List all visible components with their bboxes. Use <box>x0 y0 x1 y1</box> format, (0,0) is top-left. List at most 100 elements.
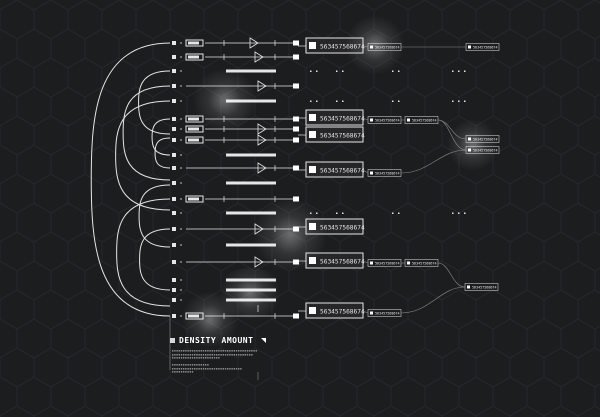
microtext-glyph <box>189 357 191 359</box>
end-square <box>293 126 299 132</box>
microtext-glyph <box>205 357 207 359</box>
microtext-glyph <box>213 350 216 352</box>
microtext-glyph <box>222 350 224 352</box>
signal-row <box>172 211 466 215</box>
signal-row <box>172 134 299 146</box>
tag-link <box>362 260 369 264</box>
node-square <box>172 55 176 59</box>
microtext-glyph <box>238 368 240 370</box>
microtext-glyph <box>185 371 187 373</box>
node-dot <box>180 212 182 214</box>
node-dot <box>180 154 182 156</box>
microtext-glyph <box>194 354 196 356</box>
small-tag-text: 563457568674 <box>375 119 400 123</box>
tag-link <box>400 149 467 174</box>
microtext-glyph <box>185 350 187 352</box>
microtext-glyph <box>174 364 176 366</box>
triangle-icon <box>261 338 267 343</box>
microtext-glyph <box>183 354 185 356</box>
label-box-text: 563457568674 <box>320 116 365 123</box>
microtext-glyph <box>178 368 180 370</box>
node-square <box>172 288 176 292</box>
signal-row <box>172 256 299 268</box>
microtext-glyph <box>222 368 224 370</box>
small-tag-text: 563457568674 <box>375 172 400 176</box>
connector-arc <box>138 184 171 248</box>
microtext-glyph <box>205 350 207 352</box>
battery-outline <box>185 39 204 47</box>
signal-row <box>172 195 299 203</box>
level-bar <box>226 298 276 302</box>
microtext-glyph <box>183 368 185 370</box>
microtext-glyph <box>205 354 207 356</box>
signal-row <box>172 51 299 63</box>
microtext-glyph <box>231 350 233 352</box>
microtext-line <box>172 354 253 356</box>
microtext-glyph <box>229 354 231 356</box>
battery-fill <box>188 41 199 45</box>
microtext-glyph <box>187 371 189 373</box>
microtext-glyph <box>242 350 244 352</box>
microtext-glyph <box>196 350 198 352</box>
label-box <box>305 161 364 178</box>
microtext-glyph <box>231 368 233 370</box>
label-box-text: 563457568674 <box>320 44 365 51</box>
connector-arc <box>139 228 171 291</box>
microtext-glyph <box>172 350 174 352</box>
microtext-glyph <box>187 368 189 370</box>
microtext-glyph <box>180 357 183 359</box>
label-box <box>305 218 364 235</box>
microtext-glyph <box>172 357 174 359</box>
microtext-line <box>172 350 257 352</box>
microtext-glyph <box>211 350 213 352</box>
microtext-glyph <box>202 368 205 370</box>
microtext-glyph <box>185 357 187 359</box>
end-square <box>293 196 299 202</box>
microtext-glyph <box>227 350 229 352</box>
microtext-glyph <box>178 357 180 359</box>
battery-outline <box>185 312 204 320</box>
dot <box>464 100 466 102</box>
microtext-glyph <box>253 350 255 352</box>
dot <box>310 100 312 102</box>
microtext-glyph <box>183 371 185 373</box>
small-tag-text: 563457568674 <box>412 119 437 123</box>
dot <box>336 100 338 102</box>
microtext-glyph <box>255 350 257 352</box>
node-dot <box>180 182 182 184</box>
node-square <box>172 227 176 231</box>
end-square <box>293 226 299 232</box>
small-tag-square <box>468 137 471 141</box>
microtext-glyph <box>176 350 178 352</box>
microtext-glyph <box>178 350 180 352</box>
microtext-glyph <box>235 368 238 370</box>
microtext-line <box>172 364 209 366</box>
triangle-marker <box>254 223 264 235</box>
node-square <box>172 181 176 185</box>
microtext-glyph <box>191 368 194 370</box>
microtext-glyph <box>172 371 174 373</box>
microtext-glyph <box>176 371 178 373</box>
dot <box>342 212 344 214</box>
microtext-glyph <box>207 364 209 366</box>
small-tag-text: 563457568674 <box>473 138 498 142</box>
microtext-glyph <box>200 354 202 356</box>
microtext-glyph <box>238 350 240 352</box>
node-square <box>172 278 176 282</box>
microtext-glyph <box>202 364 205 366</box>
dot <box>342 100 344 102</box>
connector-arc <box>138 70 171 135</box>
microtext-glyph <box>251 350 253 352</box>
node-dot <box>180 167 182 169</box>
microtext-glyph <box>176 357 178 359</box>
level-bar <box>226 243 276 247</box>
triangle-marker <box>257 80 267 92</box>
microtext-glyph <box>180 371 183 373</box>
dot <box>310 70 312 72</box>
label-box-text: 563457568674 <box>320 309 365 316</box>
microtext-glyph <box>172 364 174 366</box>
battery-fill <box>188 55 199 59</box>
node-dot <box>180 315 182 317</box>
dot <box>392 100 394 102</box>
